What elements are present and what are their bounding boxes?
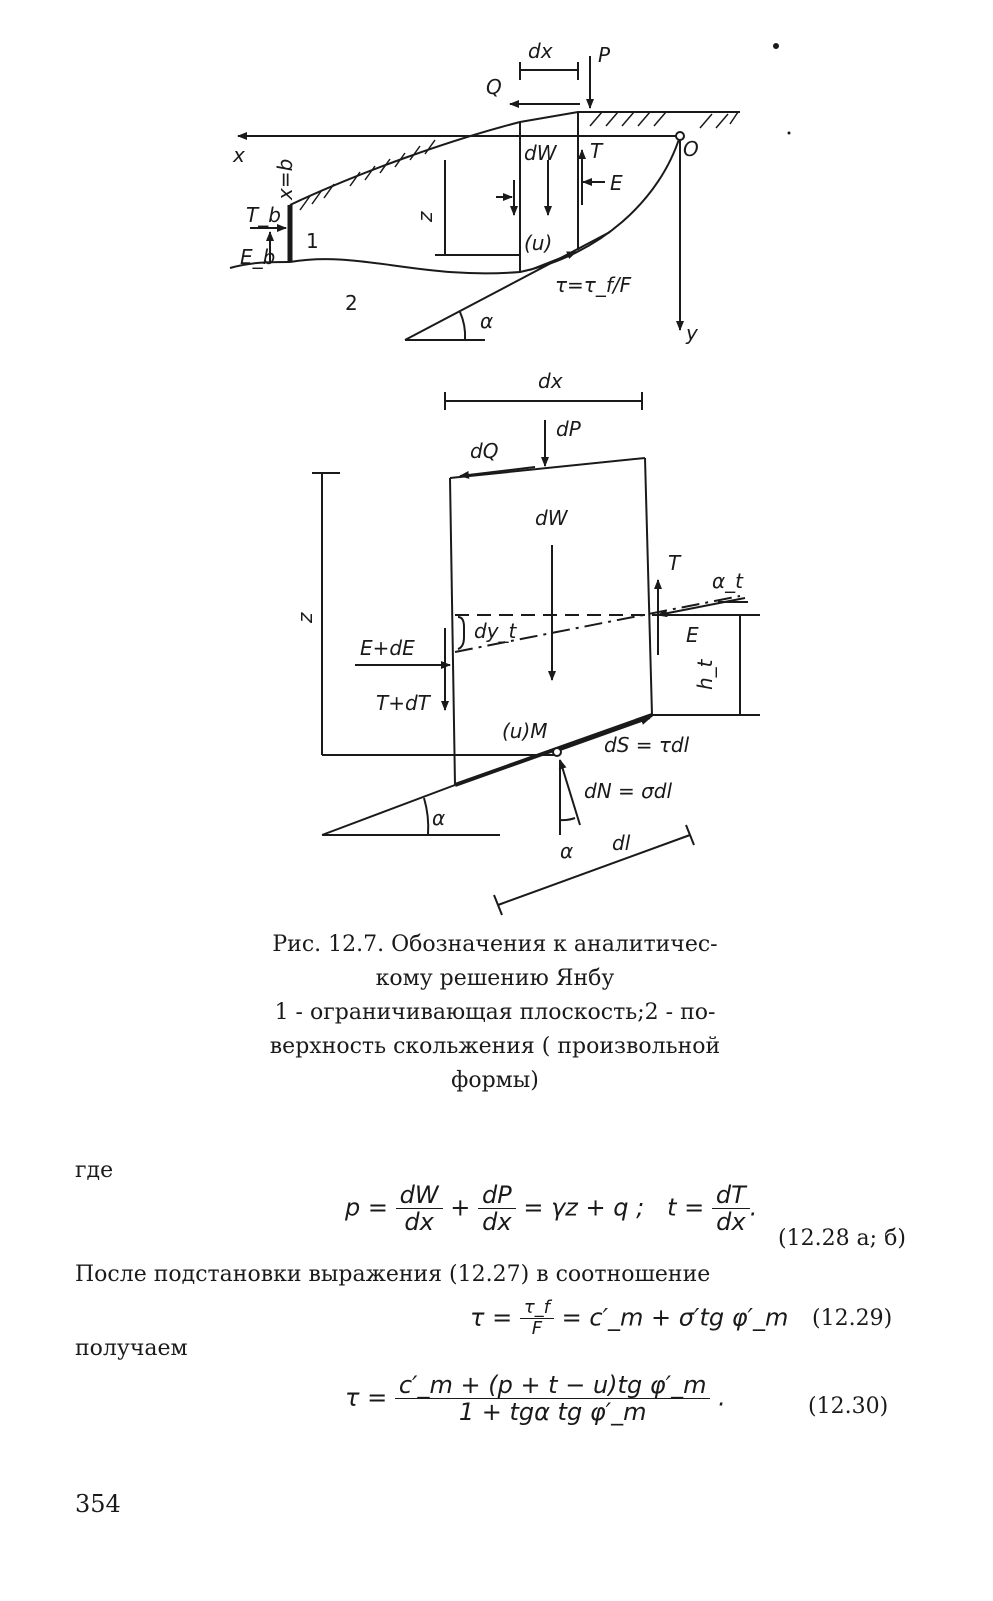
label-alpha-b2: α: [560, 839, 573, 863]
label-Tb: T_b: [246, 203, 281, 227]
label-T-b: T: [668, 551, 682, 575]
caption-line-2: кому решению Янбу: [375, 966, 615, 991]
label-2: 2: [345, 291, 358, 315]
caption-line-1: Рис. 12.7. Обозначения к аналитичес-: [272, 932, 718, 957]
label-u: (u): [524, 231, 552, 255]
figure-caption: Рис. 12.7. Обозначения к аналитичес- ком…: [200, 928, 790, 1098]
caption-line-5: формы): [451, 1068, 539, 1093]
label-tau: τ=τ_f/F: [555, 273, 632, 297]
label-uM: (u)M: [502, 719, 548, 743]
label-dl: dl: [612, 831, 631, 855]
text-poluchaem: получаем: [75, 1336, 188, 1361]
label-O: O: [683, 137, 699, 161]
slice-top: [449, 457, 646, 479]
label-E: E: [610, 171, 623, 195]
label-T: T: [590, 139, 604, 163]
page-number: 354: [75, 1490, 121, 1518]
label-Eb: E_b: [240, 245, 275, 269]
figure-top: dx P Q x O dW T E x=b T_b E_b z 1 (u) τ=…: [229, 39, 791, 345]
equation-number-12-30: (12.30): [808, 1394, 889, 1419]
word-gde: где: [75, 1158, 114, 1183]
ground-surface: [289, 111, 740, 206]
label-dx-b: dx: [538, 369, 563, 393]
caption-line-3: 1 - ограничивающая плоскость;2 - по-: [274, 1000, 716, 1025]
label-E-plus-dE: E+dE: [360, 636, 415, 660]
label-dx: dx: [528, 39, 553, 63]
label-P: P: [598, 43, 611, 67]
label-alpha-t: α_t: [712, 569, 744, 593]
label-dQ: dQ: [470, 439, 498, 463]
label-dS: dS = τdl: [604, 733, 690, 757]
label-z-b: z: [293, 612, 317, 624]
label-z: z: [413, 211, 437, 223]
label-y: y: [685, 321, 699, 345]
text-posle: После подстановки выражения (12.27) в со…: [75, 1262, 711, 1287]
label-alpha: α: [480, 309, 493, 333]
figure-bottom: dx dQ dP dW T α_t z E+dE dy_t E h_t T+dT…: [293, 369, 760, 916]
label-1: 1: [306, 229, 319, 253]
label-h-t: h_t: [693, 658, 717, 690]
label-alpha-b: α: [432, 806, 445, 830]
equation-number-12-28: (12.28 а; б): [778, 1226, 906, 1251]
label-T-plus-dT: T+dT: [376, 691, 432, 715]
label-dy-t: dy_t: [474, 619, 518, 643]
label-dW-b: dW: [535, 506, 569, 530]
label-Q: Q: [486, 75, 502, 99]
label-dW: dW: [524, 141, 558, 165]
equation-number-12-29: (12.29): [812, 1306, 893, 1331]
caption-line-4: верхность скольжения ( произвольной: [269, 1034, 721, 1059]
label-dP: dP: [556, 417, 582, 441]
label-E-b: E: [686, 623, 699, 647]
label-dN: dN = σdl: [584, 779, 673, 803]
label-x-eq-b: x=b: [273, 159, 297, 201]
label-x: x: [232, 143, 245, 167]
